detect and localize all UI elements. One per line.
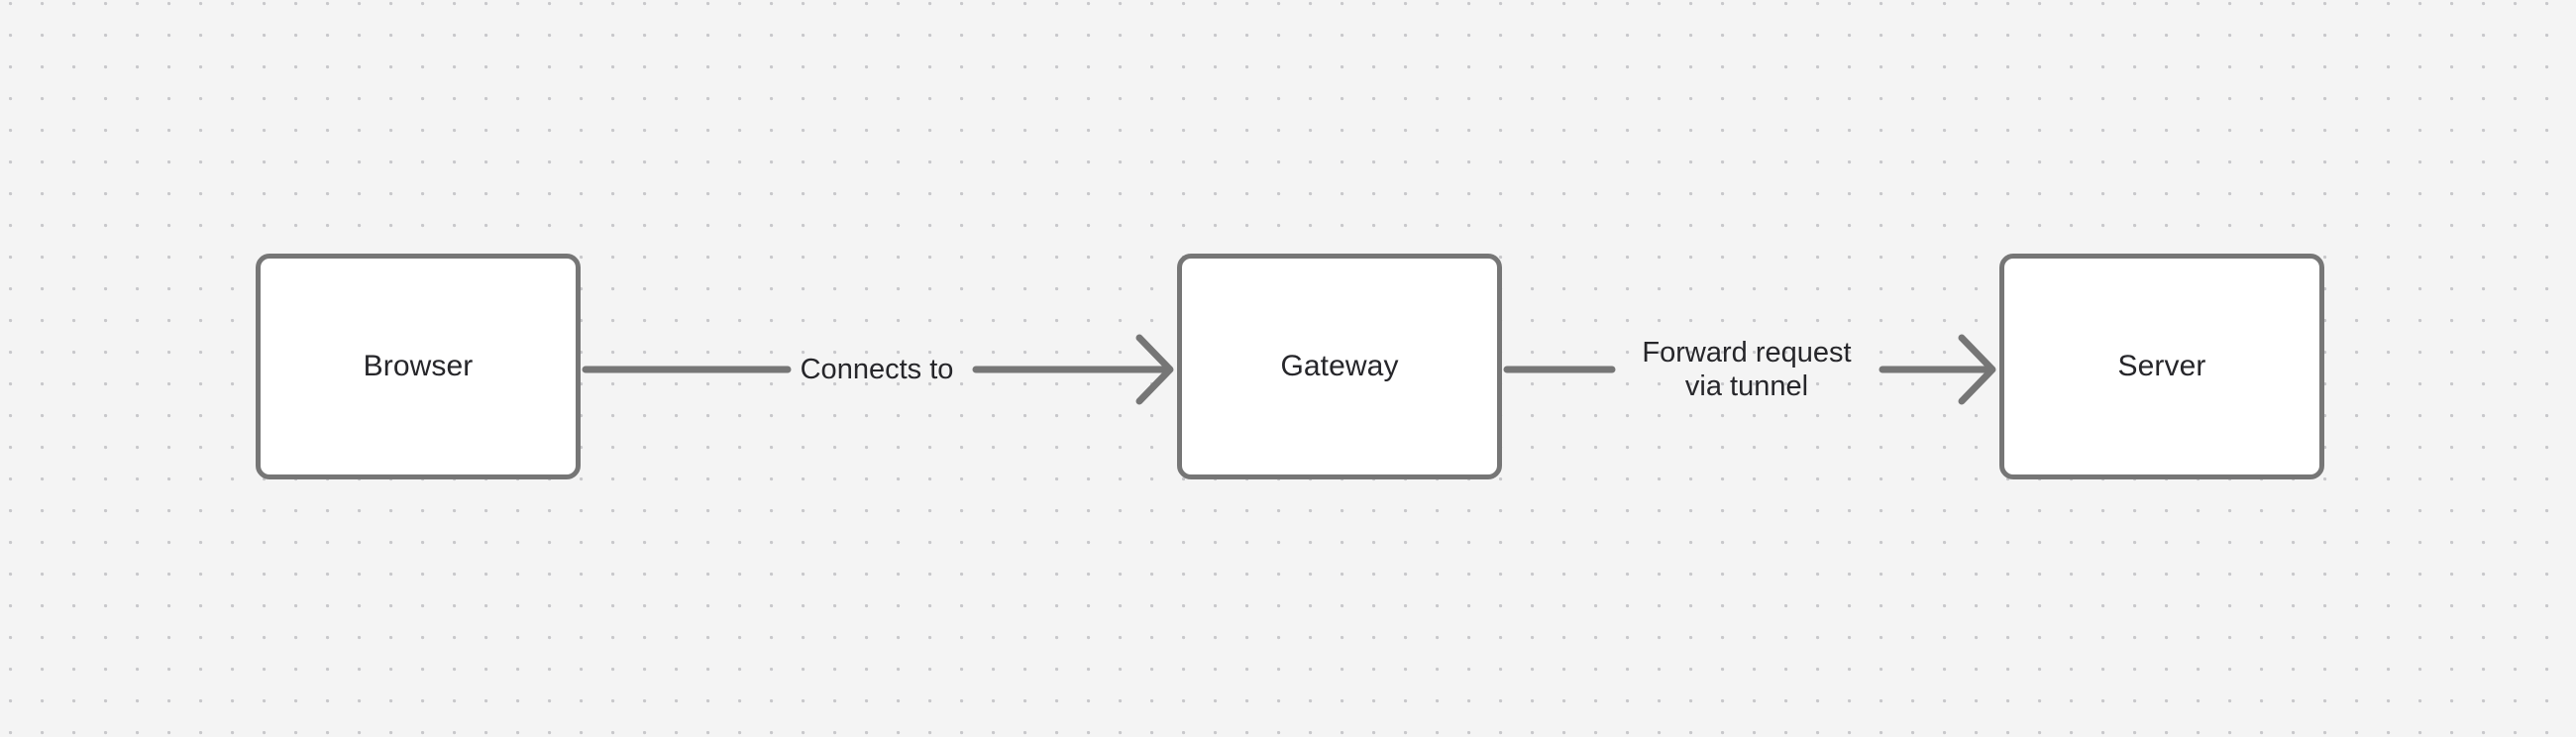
node-browser[interactable]: Browser (256, 254, 581, 479)
node-server-label: Server (2117, 350, 2206, 382)
node-gateway-label: Gateway (1280, 350, 1399, 382)
arrowhead-icon (1958, 334, 1996, 405)
edge-browser-to-gateway[interactable] (582, 334, 1174, 405)
node-server[interactable]: Server (1999, 254, 2324, 479)
node-gateway[interactable]: Gateway (1177, 254, 1502, 479)
arrowhead-icon (1135, 334, 1174, 405)
edge-gateway-to-server[interactable] (1503, 334, 1996, 405)
node-browser-label: Browser (363, 350, 474, 382)
